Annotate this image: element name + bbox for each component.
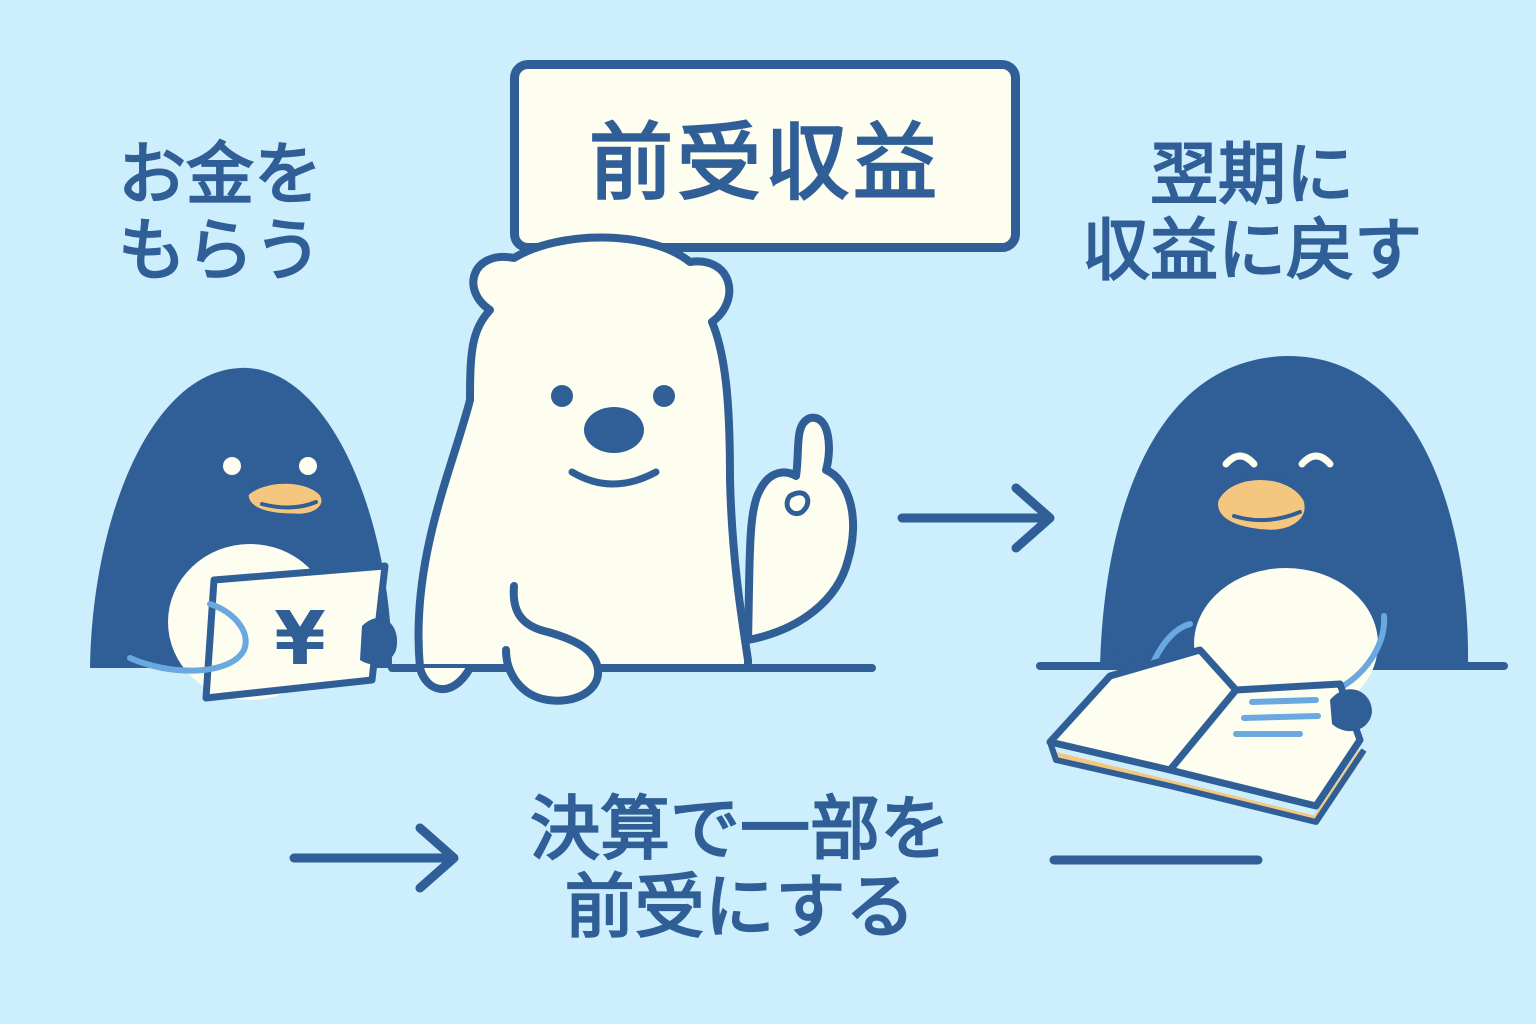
step-next-period-line-2: 収益に戻す bbox=[1082, 212, 1423, 292]
receipt-icon: ¥ bbox=[127, 562, 398, 702]
arrow-bottom-icon bbox=[289, 823, 459, 893]
step-receive-label: お金を もらう bbox=[118, 136, 323, 292]
yen-icon: ¥ bbox=[274, 596, 326, 682]
step-receive-line-1: お金を bbox=[118, 136, 323, 215]
bear-icon bbox=[414, 233, 858, 705]
step-settlement-line-2: 前受にする bbox=[564, 866, 916, 949]
step-next-period-label: 翌期に 収益に戻す bbox=[1082, 136, 1423, 292]
title-box: 前受収益 bbox=[510, 60, 1020, 252]
title-text: 前受収益 bbox=[588, 113, 941, 212]
step-settlement-line-1: 決算で一部を bbox=[530, 788, 950, 870]
penguin-right-icon bbox=[1100, 355, 1469, 720]
book-icon bbox=[1046, 624, 1372, 825]
step-next-period-line-1: 翌期に bbox=[1150, 136, 1355, 215]
arrow-right-icon bbox=[897, 483, 1055, 553]
step-settlement-label: 決算で一部を 前受にする bbox=[530, 790, 950, 947]
step-receive-line-2: もらう bbox=[118, 212, 323, 292]
